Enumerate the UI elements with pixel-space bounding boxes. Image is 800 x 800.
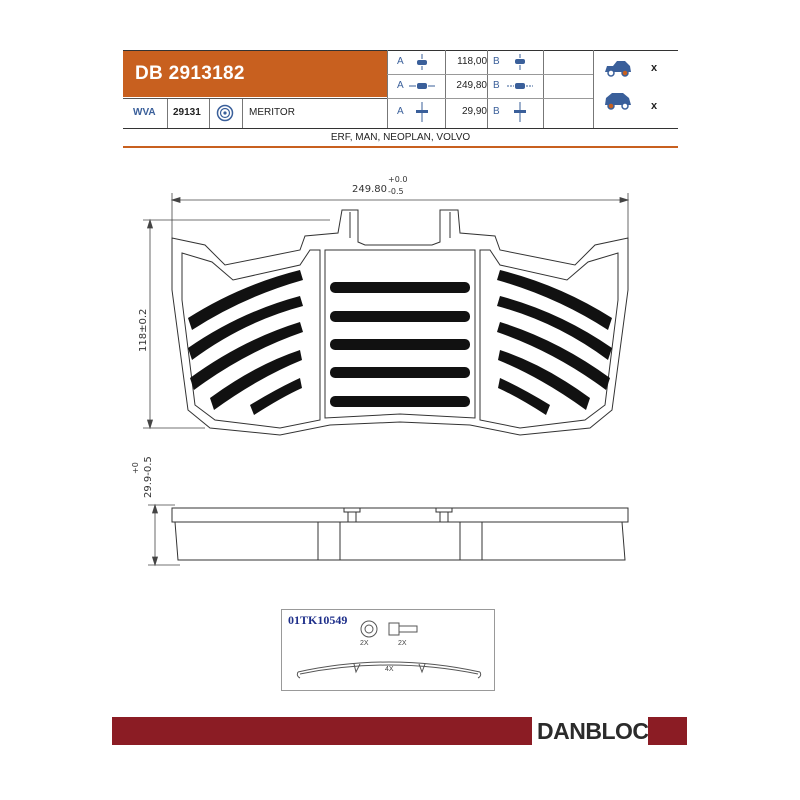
dim-letter-a: A xyxy=(397,106,404,117)
pad-friction-grooves xyxy=(188,270,612,415)
thickness-dimension-label: 29.9-0.5 xyxy=(143,456,154,498)
bolt-icon xyxy=(388,622,418,636)
width-dimension-label: 249.80 xyxy=(352,184,387,195)
dim-letter-b: B xyxy=(493,80,500,91)
divider xyxy=(387,74,593,75)
divider xyxy=(543,50,544,128)
divider xyxy=(593,50,594,128)
height-dimension-icon xyxy=(417,54,427,70)
front-axle-mark: x xyxy=(651,62,658,74)
product-code: DB 2913182 xyxy=(135,63,245,84)
rear-axle-mark: x xyxy=(651,100,658,112)
manufacturer: MERITOR xyxy=(249,107,295,118)
divider xyxy=(387,98,593,99)
pad-plan-view xyxy=(171,209,629,436)
footer-bar-end xyxy=(648,717,687,745)
product-title-block: DB 2913182 xyxy=(123,51,387,97)
dim-value-height: 118,00 xyxy=(457,56,487,67)
dim-letter-a: A xyxy=(397,80,404,91)
kit-code: 01TK10549 xyxy=(288,613,348,627)
reference-row: WVA 29131 MERITOR xyxy=(123,98,387,129)
car-rear-axle-icon xyxy=(605,93,631,110)
height-dimension-icon xyxy=(515,54,525,70)
dim-value-thickness: 29,90 xyxy=(461,106,487,117)
spring-clip-icon xyxy=(296,661,482,679)
washer-qty: 2X xyxy=(360,640,369,647)
car-front-axle-icon xyxy=(605,61,631,77)
footer-bar xyxy=(112,717,532,745)
divider xyxy=(167,99,168,129)
height-dimension xyxy=(143,218,330,430)
divider xyxy=(123,128,678,129)
divider xyxy=(487,50,488,128)
dim-letter-b: B xyxy=(493,106,500,117)
dim-letter-a: A xyxy=(397,56,404,67)
product-header: DB 2913182 WVA 29131 MERITOR A 118,00 B … xyxy=(123,50,678,148)
width-dimension-icon xyxy=(507,83,533,89)
thickness-tolerance: +0 xyxy=(131,462,140,474)
height-dimension-label: 118±0.2 xyxy=(138,309,149,352)
bolt-qty: 2X xyxy=(398,640,407,647)
divider xyxy=(209,99,210,129)
width-tolerance-upper: +0.0 xyxy=(388,175,407,184)
accessory-kit: 01TK10549 2X 2X 4X xyxy=(281,609,495,691)
wva-number: 29131 xyxy=(173,107,201,118)
header-top-rule xyxy=(123,50,678,51)
pad-side-view xyxy=(171,507,629,561)
wva-label: WVA xyxy=(133,107,156,118)
header-bottom-rule xyxy=(123,146,678,148)
width-dimension-icon xyxy=(409,83,435,89)
divider xyxy=(445,50,446,128)
washer-icon xyxy=(360,620,378,638)
dim-letter-b: B xyxy=(493,56,500,67)
brake-disc-icon xyxy=(216,104,234,122)
spring-qty: 4X xyxy=(385,666,394,673)
width-dimension xyxy=(170,193,630,238)
vehicle-applications: ERF, MAN, NEOPLAN, VOLVO xyxy=(330,132,471,143)
thickness-dimension-icon xyxy=(416,102,428,122)
divider xyxy=(242,99,243,129)
brand-logo: DANBLOCK xyxy=(537,718,665,744)
thickness-dimension xyxy=(148,503,180,567)
dim-value-width: 249,80 xyxy=(456,80,487,91)
width-tolerance-lower: -0.5 xyxy=(388,187,404,196)
thickness-dimension-icon xyxy=(514,102,526,122)
divider xyxy=(387,50,388,128)
